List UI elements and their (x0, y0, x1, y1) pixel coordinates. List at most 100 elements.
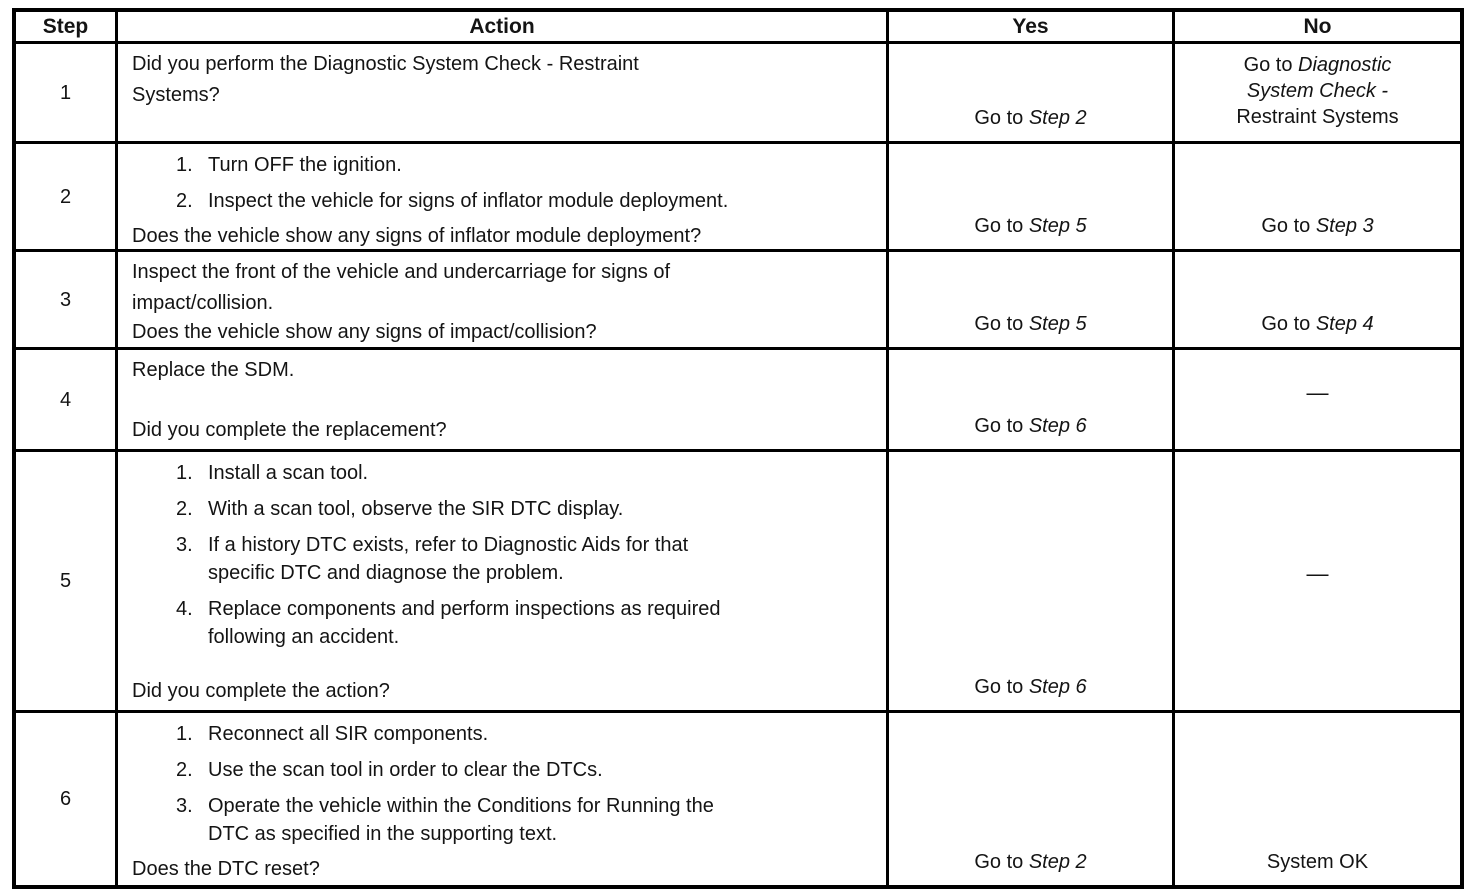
goto-text: Go to (974, 676, 1029, 698)
em-dash: — (1306, 561, 1329, 586)
no-cell: — (1175, 452, 1460, 713)
item-number: 4. (176, 598, 193, 620)
action-cell: Inspect the front of the vehicle and und… (118, 252, 889, 350)
goto-text: Go to (974, 215, 1029, 237)
header-label: Yes (1012, 14, 1049, 38)
yes-instruction: Go to Step 2 (974, 105, 1086, 131)
action-list-item: 3. If a history DTC exists, refer to Diag… (176, 531, 876, 587)
diagnostic-table: Step Action Yes No 1 Did you perform the… (12, 8, 1464, 889)
action-paragraph: Replace the SDM. (132, 359, 295, 381)
action-cell: Did you perform the Diagnostic System Ch… (118, 44, 889, 144)
action-cell: 1.Reconnect all SIR components. 2. Use th… (118, 713, 889, 885)
step-cell: 2 (16, 144, 118, 252)
header-label: No (1303, 14, 1332, 38)
procedure-ref: Diagnostic System Check - (1246, 54, 1392, 102)
item-text: Inspect the vehicle for signs of inflato… (208, 190, 729, 212)
action-instructions: 1.Reconnect all SIR components. 2. Use th… (132, 718, 876, 856)
goto-text: Go to (974, 107, 1029, 129)
yes-cell: Go to Step 2 (889, 44, 1175, 144)
header-cell-no: No (1175, 12, 1460, 44)
item-text: Use the scan tool in order to clear the … (208, 759, 603, 781)
step-number: 4 (59, 388, 72, 411)
no-instruction: Go to Step 4 (1261, 311, 1373, 337)
header-label: Action (469, 14, 535, 38)
yes-cell: Go to Step 6 (889, 452, 1175, 713)
action-instructions: 1. Turn OFF the ignition. 2. Inspect the v… (132, 149, 876, 223)
step-ref: Step 5 (1028, 313, 1087, 335)
action-question: Does the vehicle show any signs of impac… (132, 321, 597, 343)
action-instructions: Replace the SDM. (132, 355, 876, 386)
goto-text: Go to (1261, 215, 1316, 237)
action-list-item: 2. Use the scan tool in order to clear th… (176, 756, 876, 784)
step-cell: 6 (16, 713, 118, 885)
action-instructions: Inspect the front of the vehicle and und… (132, 257, 876, 319)
action-paragraph: Did you perform the Diagnostic System Ch… (132, 53, 639, 106)
no-instruction: Go to Diagnostic System Check - Restrain… (1227, 52, 1409, 130)
action-question: Does the DTC reset? (132, 858, 320, 880)
action-paragraph: Inspect the front of the vehicle and und… (132, 261, 671, 314)
action-instructions: 1. Install a scan tool. 2. With a scan too… (132, 457, 876, 659)
yes-instruction: Go to Step 5 (974, 213, 1086, 239)
step-cell: 1 (16, 44, 118, 144)
action-cell: Replace the SDM. Did you complete the re… (118, 350, 889, 452)
goto-text: Go to (1261, 313, 1316, 335)
goto-text: Go to (974, 851, 1029, 873)
item-text: Replace components and perform inspectio… (208, 598, 721, 648)
yes-cell: Go to Step 2 (889, 713, 1175, 885)
action-instructions: Did you perform the Diagnostic System Ch… (132, 49, 876, 111)
item-text: With a scan tool, observe the SIR DTC di… (208, 498, 624, 520)
item-text: Install a scan tool. (208, 462, 369, 484)
action-cell: 1. Turn OFF the ignition. 2. Inspect the v… (118, 144, 889, 252)
action-list-item: 1. Install a scan tool. (176, 459, 876, 487)
item-text: Reconnect all SIR components. (208, 723, 489, 745)
yes-instruction: Go to Step 2 (974, 849, 1086, 875)
action-question: Did you complete the action? (132, 680, 390, 702)
step-ref: Step 3 (1315, 215, 1374, 237)
action-list-item: 1.Reconnect all SIR components. (176, 720, 876, 748)
no-cell: Go to Diagnostic System Check - Restrain… (1175, 44, 1460, 144)
action-list-item: 4. Replace components and perform inspect… (176, 595, 876, 651)
item-text: Turn OFF the ignition. (208, 154, 402, 176)
no-cell: — (1175, 350, 1460, 452)
no-cell: System OK (1175, 713, 1460, 885)
step-number: 5 (59, 570, 72, 592)
item-text: Operate the vehicle within the Condition… (208, 795, 714, 845)
action-list-item: 2. Inspect the vehicle for signs of infla… (176, 187, 876, 215)
goto-text: Go to (1243, 54, 1299, 76)
yes-instruction: Go to Step 6 (974, 413, 1086, 439)
step-ref: Step 2 (1028, 107, 1087, 129)
item-number: 3. (176, 534, 193, 556)
step-ref: Step 6 (1028, 676, 1087, 698)
yes-cell: Go to Step 5 (889, 252, 1175, 350)
no-cell: Go to Step 4 (1175, 252, 1460, 350)
step-number: 6 (59, 788, 72, 810)
action-list-item: 1. Turn OFF the ignition. (176, 151, 876, 179)
item-number: 1. (176, 154, 193, 176)
item-number: 2. (176, 498, 193, 520)
no-instruction: Go to Step 3 (1261, 213, 1373, 239)
action-question: Does the vehicle show any signs of infla… (132, 225, 702, 247)
item-number: 2. (176, 190, 193, 212)
step-ref: Step 6 (1028, 415, 1087, 437)
action-cell: 1. Install a scan tool. 2. With a scan too… (118, 452, 889, 713)
em-dash: — (1306, 379, 1329, 405)
step-cell: 5 (16, 452, 118, 713)
item-number: 1. (176, 462, 193, 484)
step-ref: Step 4 (1315, 313, 1374, 335)
step-number: 1 (59, 81, 72, 104)
goto-text: Go to (974, 415, 1029, 437)
item-text: If a history DTC exists, refer to Diagno… (208, 534, 689, 584)
step-ref: Step 2 (1028, 851, 1087, 873)
item-number: 2. (176, 759, 193, 781)
goto-text: Go to (974, 313, 1029, 335)
yes-cell: Go to Step 5 (889, 144, 1175, 252)
header-cell-yes: Yes (889, 12, 1175, 44)
action-list-item: 3.Operate the vehicle within the Conditi… (176, 792, 876, 848)
header-cell-action: Action (118, 12, 889, 44)
action-question: Did you complete the replacement? (132, 419, 447, 441)
step-number: 2 (59, 185, 72, 208)
no-cell: Go to Step 3 (1175, 144, 1460, 252)
procedure-ref-suffix: Restraint Systems (1236, 106, 1399, 128)
yes-cell: Go to Step 6 (889, 350, 1175, 452)
